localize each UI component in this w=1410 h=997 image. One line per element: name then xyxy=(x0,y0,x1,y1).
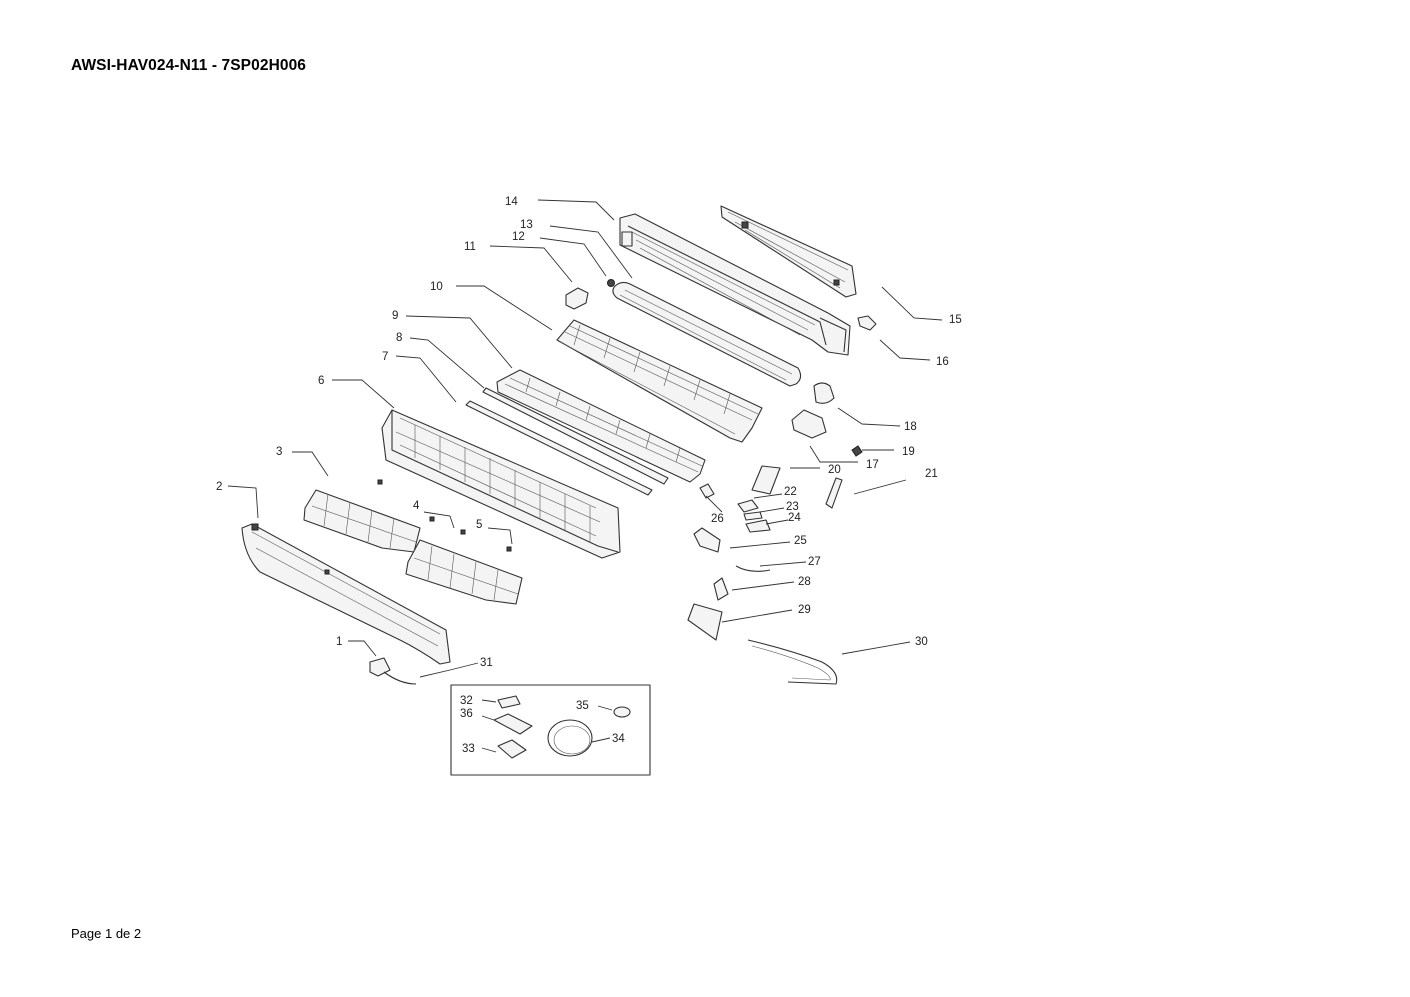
part-28-drawing xyxy=(713,577,729,601)
part-label-22: 22 xyxy=(784,486,797,498)
part-label-2: 2 xyxy=(216,481,222,493)
part-label-11: 11 xyxy=(464,241,476,253)
part-label-32: 32 xyxy=(460,695,473,707)
part-label-4: 4 xyxy=(413,500,420,512)
bearing-holder-drawing xyxy=(565,287,589,310)
part-label-10: 10 xyxy=(430,281,443,293)
part-label-23: 23 xyxy=(786,501,799,513)
electrical-cover-drawing xyxy=(687,603,723,641)
bearing-drawing xyxy=(607,279,615,287)
part-23-drawing xyxy=(743,511,763,521)
front-panel-drawing xyxy=(241,523,451,665)
part-label-1: 1 xyxy=(336,636,342,648)
accessories-box xyxy=(450,684,651,776)
page-footer: Page 1 de 2 xyxy=(71,926,142,941)
document-title: AWSI-HAV024-N11 - 7SP02H006 xyxy=(71,57,307,74)
part-label-25: 25 xyxy=(794,535,807,547)
part-label-15: 15 xyxy=(949,314,962,326)
clip-16-drawing xyxy=(857,315,877,331)
sensor-wire-drawing xyxy=(735,565,771,572)
part-26-drawing xyxy=(699,483,715,499)
part-label-30: 30 xyxy=(915,636,928,648)
part-label-26: 26 xyxy=(711,513,724,525)
part-label-13: 13 xyxy=(520,219,533,231)
fastener-4-drawing xyxy=(460,529,466,535)
part-label-21: 21 xyxy=(925,468,938,480)
part-label-18: 18 xyxy=(904,421,917,433)
evaporator-drawing xyxy=(556,319,763,443)
part-label-33: 33 xyxy=(462,743,475,755)
part-label-9: 9 xyxy=(392,310,398,322)
chassis-drawing xyxy=(619,213,851,356)
part-label-19: 19 xyxy=(902,446,915,458)
part-19-drawing xyxy=(851,445,863,457)
part-label-34: 34 xyxy=(612,733,625,745)
part-24-drawing xyxy=(745,519,771,533)
left-filter-drawing xyxy=(303,489,421,553)
part-labels: 1 2 3 4 5 6 7 8 9 10 11 12 13 14 15 16 1… xyxy=(216,196,962,755)
part-label-5: 5 xyxy=(476,519,482,531)
part-label-36: 36 xyxy=(460,708,473,720)
part-label-31: 31 xyxy=(480,657,493,669)
mounting-plate-drawing xyxy=(720,205,857,298)
part-22-drawing xyxy=(737,499,759,513)
part-label-7: 7 xyxy=(382,351,388,363)
part-label-29: 29 xyxy=(798,604,811,616)
part-label-27: 27 xyxy=(808,556,821,568)
louver-strip-drawing xyxy=(465,400,653,496)
part-label-20: 20 xyxy=(828,464,841,476)
front-frame-drawing xyxy=(381,409,621,559)
part-label-14: 14 xyxy=(505,196,518,208)
part-label-6: 6 xyxy=(318,375,324,387)
leader-lines xyxy=(227,199,943,753)
horizontal-louver-drawing xyxy=(482,387,669,485)
motor-bracket-drawing xyxy=(791,409,827,439)
fan-motor-drawing xyxy=(813,382,835,404)
fastener-5-drawing xyxy=(506,546,512,552)
display-board-drawing xyxy=(369,657,391,677)
part-label-28: 28 xyxy=(798,576,811,588)
part-label-8: 8 xyxy=(396,332,402,344)
part-label-24: 24 xyxy=(788,512,801,524)
control-board-drawing xyxy=(693,527,721,553)
part-label-35: 35 xyxy=(576,700,589,712)
louver-assembly-drawing xyxy=(496,369,706,483)
fan-drawing xyxy=(612,281,802,387)
electrical-box-drawing xyxy=(751,465,781,495)
part-label-17: 17 xyxy=(866,459,879,471)
part-label-12: 12 xyxy=(512,231,525,243)
terminal-block-drawing xyxy=(825,477,843,509)
part-label-16: 16 xyxy=(936,356,949,368)
display-cable-drawing xyxy=(383,671,417,685)
right-filter-drawing xyxy=(405,539,523,605)
drain-hose-drawing xyxy=(747,639,838,685)
part-label-3: 3 xyxy=(276,446,282,458)
